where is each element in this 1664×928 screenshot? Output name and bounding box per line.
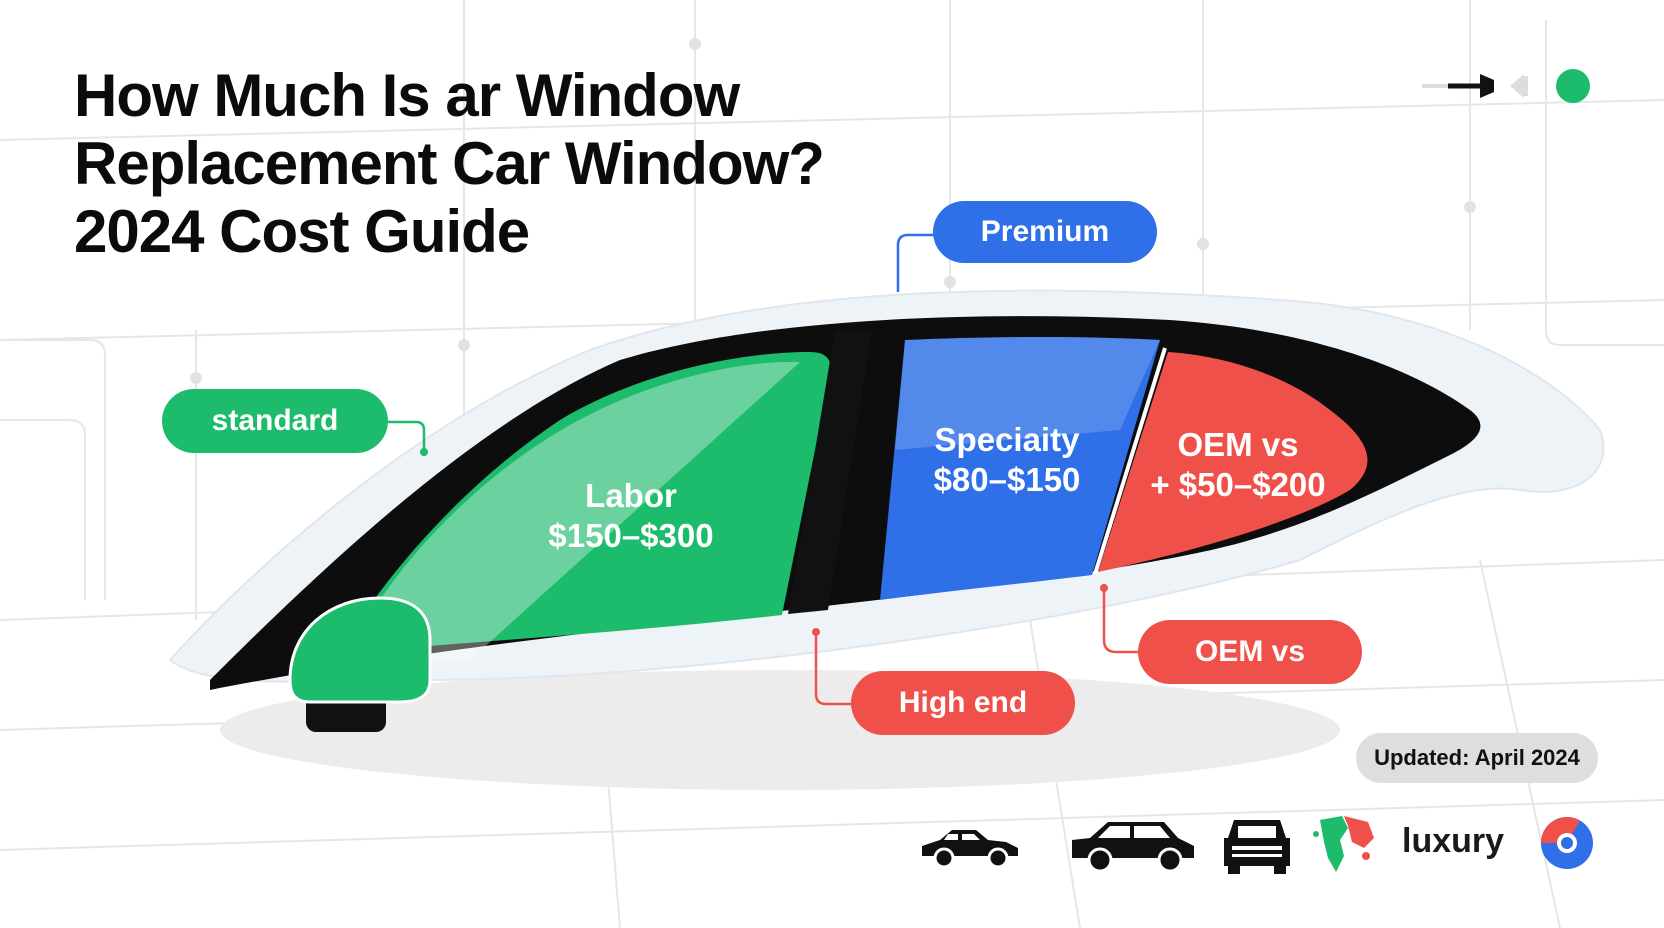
standard-callout: standard: [162, 389, 388, 453]
connectors: [388, 233, 1140, 706]
window-rear: [1098, 352, 1368, 572]
window-middle: [880, 337, 1160, 600]
window-divider: [1093, 347, 1167, 575]
map-icon: [1313, 816, 1374, 872]
grid-nodes: [190, 38, 1476, 384]
oem-vs-callout: OEM vs: [1138, 620, 1362, 684]
window-front: [360, 352, 832, 650]
middle-window-line-1: Speciaity: [934, 421, 1080, 458]
title-line-1: How Much Is ar Window: [74, 62, 740, 129]
luxury-label: luxury: [1402, 822, 1505, 860]
b-pillar: [788, 330, 872, 614]
page-title: How Much Is ar Window Replacement Car Wi…: [74, 62, 825, 266]
window-front-reflection: [380, 361, 800, 660]
chrome-like-icon: [1541, 817, 1593, 869]
front-window-label: Labor $150–$300: [526, 476, 736, 556]
middle-window-label: Speciaity $80–$150: [912, 420, 1102, 500]
toggle-slider-icon: [1422, 74, 1528, 98]
connector-dots: [420, 448, 1108, 636]
front-window-line-1: Labor: [585, 477, 677, 514]
title-line-2: Replacement Car Window?: [74, 130, 825, 197]
title-line-3: 2024 Cost Guide: [74, 198, 530, 265]
premium-callout: Premium: [933, 201, 1157, 263]
status-dot-icon: [1556, 69, 1590, 103]
middle-window-line-2: $80–$150: [933, 461, 1081, 498]
truck-front-icon: [1224, 820, 1290, 874]
rear-window-label: OEM vs + $50–$200: [1128, 425, 1348, 505]
sedan-icon: [922, 830, 1018, 869]
high-end-callout: High end: [851, 671, 1075, 735]
window-middle-reflection: [895, 337, 1160, 450]
rear-window-line-2: + $50–$200: [1150, 466, 1326, 503]
suv-icon: [1072, 822, 1194, 873]
front-window-line-2: $150–$300: [548, 517, 714, 554]
updated-badge: Updated: April 2024: [1356, 733, 1598, 783]
side-mirror: [288, 596, 432, 732]
rear-window-line-1: OEM vs: [1177, 426, 1299, 463]
